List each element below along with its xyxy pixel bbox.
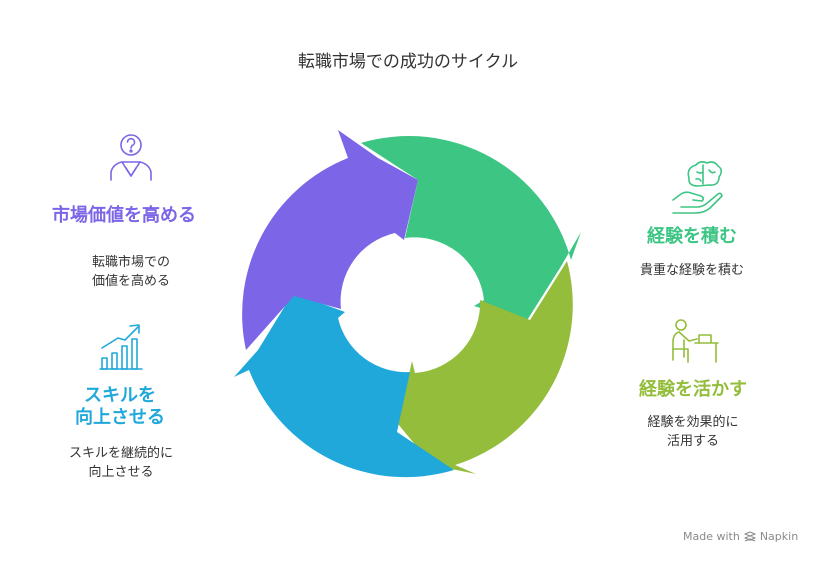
heading-line: スキルを	[84, 385, 156, 406]
person-question-icon	[110, 134, 152, 181]
stage-desc-market-value: 転職市場での 価値を高める	[70, 253, 192, 291]
stage-desc-use-experience: 経験を効果的に 活用する	[624, 413, 762, 451]
stage-heading-improve-skills: スキルを 向上させる	[60, 385, 180, 429]
stage-desc-improve-skills: スキルを継続的に 向上させる	[48, 444, 194, 482]
brain-hand-icon	[672, 161, 723, 214]
cycle-segment-blue	[234, 293, 454, 478]
growth-chart-icon	[99, 324, 143, 370]
heading-line: 向上させる	[75, 407, 165, 428]
desc-line: 活用する	[666, 434, 719, 449]
stage-heading-market-value: 市場価値を高める	[52, 205, 196, 226]
desc-line: 転職市場での	[91, 255, 170, 270]
stage-heading-gain-experience: 経験を積む	[647, 226, 737, 247]
desc-line: 貴重な経験を積む	[639, 263, 744, 278]
stage-desc-gain-experience: 貴重な経験を積む	[620, 261, 764, 280]
footer-text: Made with	[683, 530, 740, 543]
person-desk-icon	[672, 319, 719, 363]
napkin-logo-icon	[744, 530, 756, 542]
desc-line: 経験を効果的に	[647, 415, 739, 430]
napkin-watermark[interactable]: Made with Napkin	[683, 530, 798, 543]
footer-brand: Napkin	[759, 530, 799, 543]
cycle-segment-olive	[398, 261, 573, 474]
cycle-segment-purple	[242, 130, 418, 350]
desc-line: 向上させる	[88, 465, 154, 480]
stage-heading-use-experience: 経験を活かす	[639, 379, 747, 400]
desc-line: 価値を高める	[91, 274, 170, 289]
desc-line: スキルを継続的に	[68, 446, 173, 461]
diagram-title: 転職市場での成功のサイクル	[297, 52, 519, 72]
cycle-segment-green	[361, 136, 581, 322]
